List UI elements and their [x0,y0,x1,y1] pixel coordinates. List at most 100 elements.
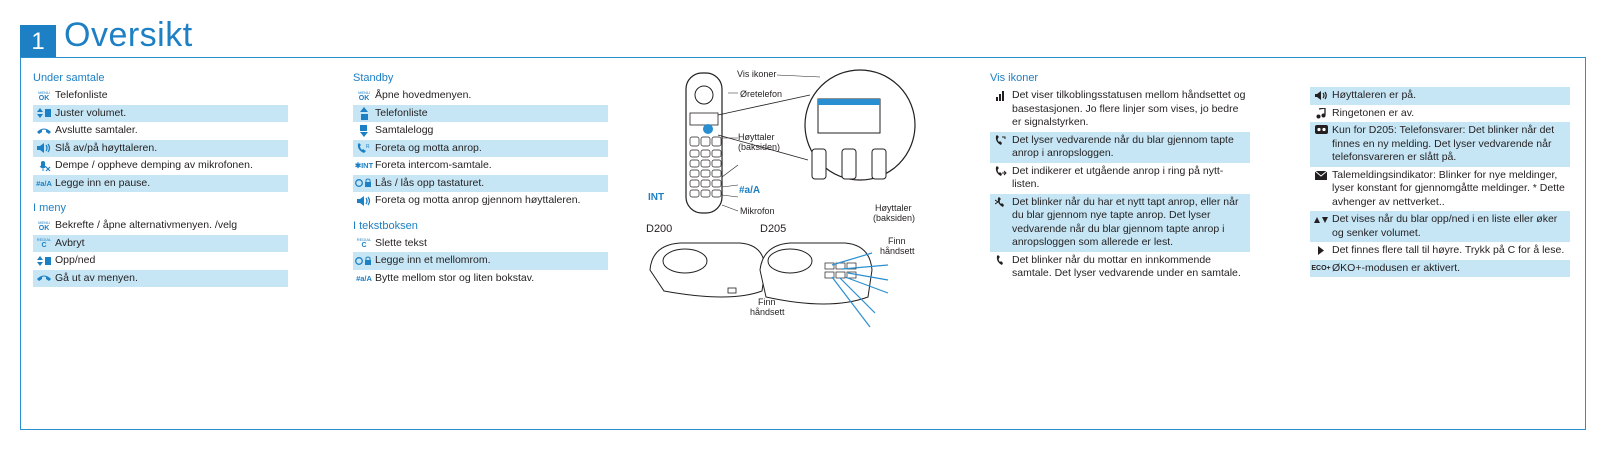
incoming-call-icon [990,254,1012,267]
list-item: R Foreta og motta anrop. [353,139,608,157]
item-text: Det blinker når du mottar en innkommende… [1012,253,1241,280]
list-item: Det blinker når du mottar en innkommende… [990,252,1250,283]
voicemail-icon [1310,169,1332,182]
label-oretelefon: Øretelefon [740,89,783,99]
item-text: Slå av/på høyttaleren. [55,141,158,154]
item-text: Dempe / oppheve demping av mikrofonen. [55,159,253,171]
list-item: ✱INT Foreta intercom-samtale. [353,157,608,175]
mute-mic-icon [33,159,55,172]
label-finn-2: Finn [888,236,906,246]
list-item: Legge inn et mellomrom. [353,252,608,270]
list-item: #a/A Legge inn en pause. [33,174,288,192]
list-item: Gå ut av menyen. [33,269,288,287]
page-title: Oversikt [64,16,193,54]
speaker-icon [353,194,375,207]
item-text: Foreta intercom-samtale. [375,159,492,171]
speaker-on-icon [1310,89,1332,102]
svg-text:R: R [366,144,370,150]
item-text: Bytte mellom stor og liten bokstav. [375,271,535,284]
item-text: Slette tekst [375,236,427,249]
list-item: Samtalelogg [353,122,608,140]
item-text: Høyttaleren er på. [1332,89,1417,101]
heading-text-box: I tekstboksen [353,219,418,232]
label-hoyttaler-2: Høyttaler [875,203,912,213]
right-triangle-icon [1310,244,1332,257]
list-item: Juster volumet. [33,104,288,122]
label-hoyttaler-2b: (baksiden) [873,213,916,223]
item-text: Det lyser vedvarende når du blar gjennom… [1012,133,1234,160]
list-item: Telefonliste [353,104,608,122]
column-icons-1: Vis ikoner Det viser tilkoblingsstatusen… [990,70,1250,283]
list-item: Lås / lås opp tastaturet. [353,174,608,192]
chapter-number-badge: 1 [20,25,56,57]
column-icons-2: Høyttaleren er på. Ringetonen er av. Kun… [1310,70,1570,277]
item-text: Legge inn en pause. [55,176,151,189]
end-call-icon [33,124,55,137]
new-missed-call-icon [990,196,1012,209]
hash-a-icon: #a/A [36,178,52,188]
label-finn-1b: håndsett [750,307,785,317]
label-finn-2b: håndsett [880,246,915,256]
item-text: Avslutte samtaler. [55,124,138,136]
speaker-icon [33,142,55,155]
hash-a-icon: #a/A [356,273,372,283]
volume-arrows-icon [33,107,55,120]
item-text: Foreta og motta anrop. [375,141,482,154]
item-text: Ringetonen er av. [1332,106,1415,119]
item-text: Gå ut av menyen. [55,271,138,284]
item-text: Det finnes flere tall til høyre. Trykk p… [1332,244,1565,256]
list-item: Det lyser vedvarende når du blar gjennom… [990,131,1250,163]
label-mikrofon: Mikrofon [740,206,775,216]
talk-icon: R [353,142,375,155]
list-item: #a/A Bytte mellom stor og liten bokstav. [353,270,608,288]
up-down-icon [33,254,55,267]
in-out-call-icon [990,165,1012,178]
content-frame [20,57,1586,430]
item-text: Opp/ned [55,254,96,266]
phone-diagram: Vis ikoner Øretelefon Høyttaler (bakside… [640,65,960,350]
label-vis-ikoner: Vis ikoner [737,69,777,79]
missed-call-icon [990,134,1012,147]
hash-key-label: #a/A [739,185,761,196]
heading-standby: Standby [353,72,394,84]
item-text: Det vises når du blar opp/ned i en liste… [1332,213,1558,239]
int-key-label: INT [648,192,665,203]
keylock-icon [353,254,375,267]
up-down-triangle-icon [1310,213,1332,226]
heading-during-call: Under samtale [33,72,105,84]
item-text: Juster volumet. [55,106,127,119]
list-item: Det vises når du blar opp/ned i en liste… [1310,211,1570,242]
item-text: Lås / lås opp tastaturet. [375,176,485,189]
keylock-icon [353,177,375,190]
item-text: Det blinker når du har et nytt tapt anro… [1012,195,1239,249]
list-item: ECO+ ØKO+-modusen er aktivert. [1310,259,1570,277]
label-d200: D200 [646,223,673,235]
signal-icon [990,89,1012,102]
item-text: Avbryt [55,236,85,249]
list-item: Ringetonen er av. [1310,105,1570,123]
item-text: Telefonliste [375,106,428,119]
list-item: Det viser tilkoblingsstatusen mellom hån… [990,87,1250,132]
list-item: Slå av/på høyttaleren. [33,139,288,157]
list-item: Høyttaleren er på. [1310,87,1570,105]
list-item: Dempe / oppheve demping av mikrofonen. [33,157,288,175]
item-text: Bekrefte / åpne alternativmenyen. /velg [55,219,238,231]
call-log-icon [353,124,375,137]
label-finn-1: Finn [758,297,776,307]
eco-plus-icon: ECO+ [1311,264,1331,272]
list-item: Opp/ned [33,252,288,270]
ringer-off-icon [1310,107,1332,120]
list-item: Kun for D205: Telefonsvarer: Det blinker… [1310,122,1570,167]
item-text: Kun for D205: Telefonsvarer: Det blinker… [1332,124,1555,163]
label-d205: D205 [760,223,787,235]
